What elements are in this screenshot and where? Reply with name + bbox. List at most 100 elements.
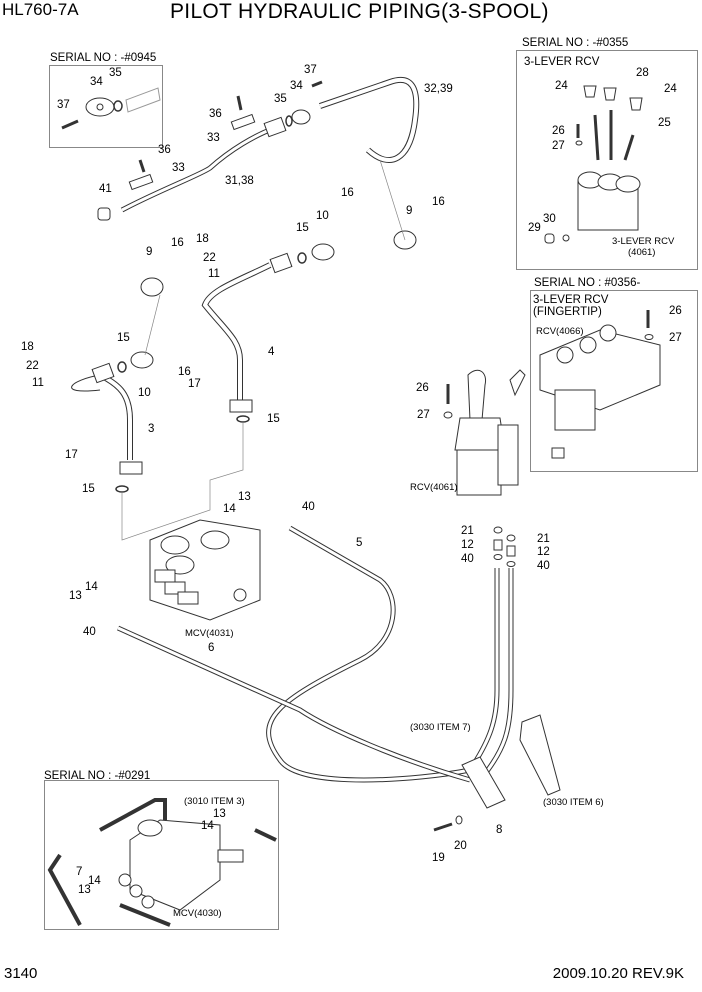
o-ring-40-c (493, 554, 503, 560)
plug-29 (544, 233, 555, 244)
callout-14-inset-b: 14 (88, 875, 101, 887)
bolt-36-lower (138, 159, 146, 173)
foot-block-4 (229, 399, 253, 413)
callout-41: 41 (99, 183, 112, 195)
callout-24-right: 24 (664, 83, 677, 95)
bolt-19 (433, 822, 453, 832)
callout-37-inset: 37 (57, 99, 70, 111)
callout-9-b: 9 (146, 246, 153, 258)
callout-28: 28 (636, 67, 649, 79)
callout-22-b: 22 (26, 360, 39, 372)
callout-10-a: 10 (316, 210, 329, 222)
callout-27: 27 (417, 409, 430, 421)
page-number: 3140 (4, 965, 38, 982)
callout-35-inset: 35 (109, 67, 122, 79)
inset-serial-0291: SERIAL NO : -#0291 (44, 770, 151, 782)
pipe-4 (201, 262, 272, 400)
callout-14-a: 14 (223, 503, 236, 515)
callout-16-a: 16 (341, 187, 354, 199)
clamp-33-lower (128, 173, 154, 191)
callout-16-c: 16 (171, 237, 184, 249)
caption-3-lever-rcv: 3-LEVER RCV (612, 236, 675, 247)
callout-3: 3 (148, 423, 155, 435)
callout-15-b: 15 (267, 413, 280, 425)
pipe-end-inset (125, 87, 161, 113)
callout-13-b: 13 (69, 590, 82, 602)
callout-15-a: 15 (296, 222, 309, 234)
clamp-33-upper (230, 113, 256, 131)
callout-18-b: 18 (21, 341, 34, 353)
callout-17-a: 17 (188, 378, 201, 390)
caption-4061: (4061) (628, 247, 656, 258)
callout-16-d: 16 (178, 366, 191, 378)
cover-9-b (140, 277, 164, 297)
inset-serial-0945: SERIAL NO : -#0945 (50, 52, 157, 64)
callout-18-a: 18 (196, 233, 209, 245)
callout-27-inset: 27 (552, 140, 565, 152)
bolt-37 (311, 80, 323, 88)
callout-16-b: 16 (432, 196, 445, 208)
bolt-36-upper (236, 95, 243, 111)
caption-mcv-4030: MCV(4030) (173, 908, 222, 919)
callout-36-lower: 36 (158, 144, 171, 156)
callout-26-fingertip: 26 (669, 305, 682, 317)
o-ring-15-c (117, 361, 127, 373)
callout-37: 37 (304, 64, 317, 76)
model-number: HL760-7A (2, 0, 79, 19)
callout-40-c: 40 (461, 553, 474, 565)
fitting-12-a (493, 539, 503, 551)
washer-27-inset (575, 140, 583, 146)
callout-11-b: 11 (32, 377, 44, 389)
callout-24-left: 24 (555, 80, 568, 92)
inset-heading-fingertip-1: 3-LEVER RCV (533, 294, 609, 306)
foot-block-3 (119, 461, 143, 475)
callout-14-b: 14 (85, 581, 98, 593)
o-ring-15-a (297, 252, 307, 264)
callout-17-b: 17 (65, 449, 78, 461)
callout-4: 4 (268, 346, 275, 358)
inset-top-right (516, 50, 698, 270)
callout-13-inset-b: 13 (78, 884, 91, 896)
pipe-32-39 (319, 76, 420, 163)
callout-5: 5 (356, 537, 363, 549)
callout-12-b: 12 (537, 546, 550, 558)
callout-22-a: 22 (203, 252, 216, 264)
o-ring-15-b (236, 415, 250, 423)
rcv-4061 (454, 369, 526, 496)
callout-15-c: 15 (117, 332, 130, 344)
flange-block-top (263, 116, 287, 138)
callout-11-a: 11 (208, 268, 220, 280)
ref-3030-item-7: (3030 ITEM 7) (410, 722, 471, 733)
callout-21-a: 21 (461, 525, 474, 537)
washer-27 (443, 411, 453, 419)
pipe-3010-item-3 (99, 798, 167, 832)
callout-13-a: 13 (238, 491, 251, 503)
callout-34: 34 (290, 80, 303, 92)
callout-32-39: 32,39 (424, 83, 453, 95)
callout-25: 25 (658, 117, 671, 129)
flange-34-inset (85, 97, 115, 117)
fitting-12-b (506, 545, 516, 557)
callout-26: 26 (416, 382, 429, 394)
callout-14-inset-a: 14 (201, 820, 214, 832)
callout-31-38: 31,38 (225, 175, 254, 187)
inset-heading-fingertip-2: (FINGERTIP) (533, 306, 602, 318)
callout-34-inset: 34 (90, 76, 103, 88)
hose-rcv-a (467, 568, 500, 772)
callout-15-d: 15 (82, 483, 95, 495)
callout-10-b: 10 (138, 387, 151, 399)
callout-27-fingertip: 27 (669, 332, 682, 344)
flange-block-4 (269, 252, 293, 274)
flange-block-3 (91, 362, 115, 384)
callout-21-b: 21 (537, 533, 550, 545)
rcv-3-lever-inset (577, 85, 643, 231)
rcv-fingertip-4066 (539, 324, 661, 459)
mcv-4031-valve (149, 519, 261, 621)
pipe-3 (98, 372, 133, 460)
o-ring-15-d (115, 485, 129, 493)
callout-13-inset-a: 13 (213, 808, 226, 820)
revision-date: 2009.10.20 REV.9K (552, 965, 684, 982)
callout-20: 20 (454, 840, 467, 852)
bracket-3030-item-6 (519, 714, 561, 796)
